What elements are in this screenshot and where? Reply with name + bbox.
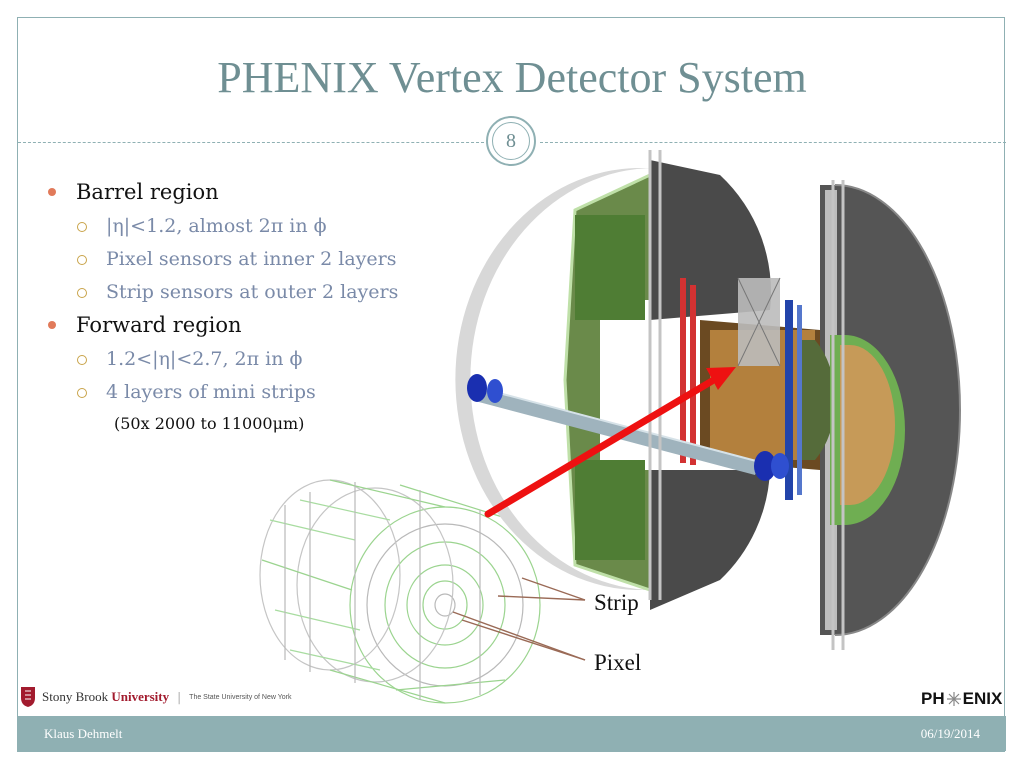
bullet-list: Barrel region |η|<1.2, almost 2π in ϕ Pi… xyxy=(44,176,474,439)
bullet-text: Barrel region xyxy=(76,180,219,204)
bullet-barrel-region: Barrel region xyxy=(44,176,474,210)
phenix-logo-right: ENIX xyxy=(962,689,1003,708)
sub-bullet: Strip sensors at outer 2 layers xyxy=(44,276,474,309)
page-number-badge: 8 xyxy=(486,116,536,166)
red-support-rod-right xyxy=(690,285,696,465)
slide-title: PHENIX Vertex Detector System xyxy=(217,53,807,102)
sub-bullet-ring-icon xyxy=(77,355,87,365)
sub-bullet-text: 4 layers of mini strips xyxy=(106,381,316,403)
red-arrow-shaft xyxy=(484,377,716,518)
sub-bullet-text: |η|<1.2, almost 2π in ϕ xyxy=(106,215,327,237)
starburst-icon xyxy=(946,692,961,706)
sub-bullet-ring-icon xyxy=(77,255,87,265)
phenix-logo-left: PH xyxy=(921,689,945,708)
page-number: 8 xyxy=(492,122,530,160)
sub-bullet-text: 1.2<|η|<2.7, 2π in ϕ xyxy=(106,348,303,370)
beam-pipe xyxy=(467,374,789,481)
sub-bullet: 1.2<|η|<2.7, 2π in ϕ xyxy=(44,343,474,376)
footer-author: Klaus Dehmelt xyxy=(44,726,123,741)
phenix-detector-illustration xyxy=(455,150,961,650)
sub-bullet-text: Pixel sensors at inner 2 layers xyxy=(106,248,397,270)
title-divider-right xyxy=(540,142,1006,143)
sub-bullet-text: Strip sensors at outer 2 layers xyxy=(106,281,399,303)
stony-brook-logo: Stony Brook University | The State Unive… xyxy=(20,684,292,710)
sub-bullet-ring-icon xyxy=(77,388,87,398)
university-name-main: Stony Brook xyxy=(42,689,109,704)
red-arrow-head-icon xyxy=(706,367,736,390)
pixel-label: Pixel xyxy=(594,650,642,675)
university-name: Stony Brook University xyxy=(42,689,169,705)
phenix-logo: PH ENIX xyxy=(921,686,1007,712)
bullet-note: (50x 2000 to 11000μm) xyxy=(114,414,305,433)
red-support-rod-left xyxy=(680,278,686,463)
university-tagline: The State University of New York xyxy=(189,693,292,701)
sub-bullet-ring-icon xyxy=(77,222,87,232)
footer-bar: Klaus Dehmelt 06/19/2014 xyxy=(18,716,1006,751)
university-shield-icon xyxy=(21,687,35,707)
sub-bullet: Pixel sensors at inner 2 layers xyxy=(44,243,474,276)
wireframe-barrel-illustration xyxy=(259,479,541,704)
bullet-dot-icon xyxy=(48,321,56,329)
title-divider-left xyxy=(18,142,484,143)
footer-date: 06/19/2014 xyxy=(920,726,980,741)
bullet-text: Forward region xyxy=(76,313,242,337)
logo-separator: | xyxy=(177,690,182,704)
bullet-forward-region: Forward region xyxy=(44,309,474,343)
bullet-dot-icon xyxy=(48,188,56,196)
university-name-emph: University xyxy=(111,689,170,704)
callout-lines xyxy=(452,577,586,661)
sub-bullet: |η|<1.2, almost 2π in ϕ xyxy=(44,210,474,243)
sub-bullet-ring-icon xyxy=(77,288,87,298)
sub-bullet: 4 layers of mini strips xyxy=(44,376,474,409)
strip-label: Strip xyxy=(594,590,639,615)
dark-shell-lower xyxy=(650,470,770,610)
